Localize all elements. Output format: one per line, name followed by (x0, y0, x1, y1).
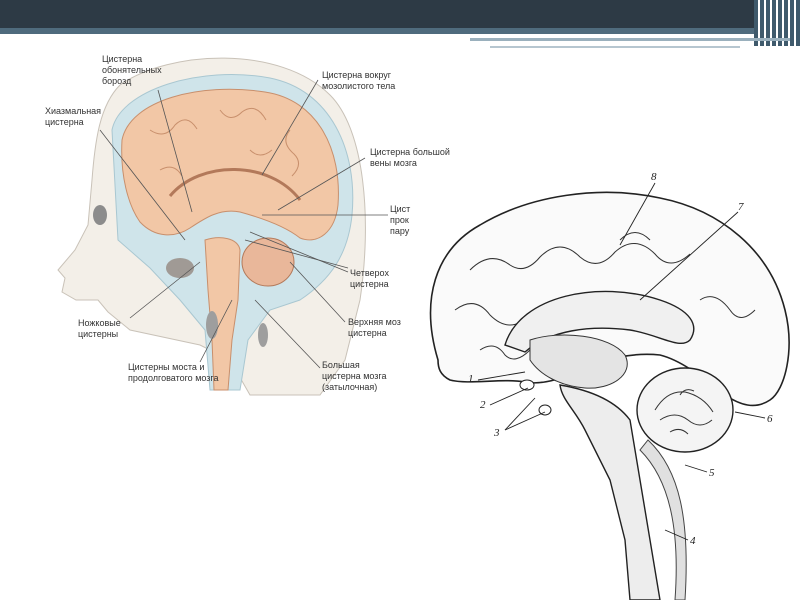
leader-lines-right (477, 182, 766, 541)
title-bar (0, 0, 800, 28)
cerebrum (121, 88, 339, 241)
corpus-callosum (168, 168, 302, 201)
cerebellum (241, 237, 295, 287)
arbor-vitae (654, 389, 714, 435)
accent-line-2 (490, 46, 740, 48)
left-brain-figure (57, 57, 388, 396)
cord-csf (639, 439, 687, 600)
dark-spot (166, 258, 194, 278)
dark-spot (258, 323, 268, 347)
label-partial-cistern: Цист прок пару (390, 204, 413, 236)
label-olfactory-cistern: Цистерна обонятельных борозд (102, 54, 164, 86)
gyri-lines (149, 107, 299, 177)
leader-lines (99, 79, 388, 369)
label-quadrigeminal-cistern: Четвероx цистерна (350, 268, 392, 289)
label-cisterna-magna: Большая цистерна мозга (затылочная) (322, 360, 389, 392)
number-label: 7 (738, 201, 744, 213)
accent-line-1 (470, 38, 790, 41)
label-chiasmatic-cistern: Хиазмальная цистерна (45, 106, 104, 127)
label-great-vein-cistern: Цистерна большой вены мозга (370, 147, 452, 168)
number-label: 5 (709, 467, 715, 479)
brainstem-spinal-cord (559, 384, 661, 600)
number-label: 6 (767, 413, 773, 425)
foramen-2 (538, 404, 552, 416)
brainstem (204, 237, 241, 391)
number-label: 8 (651, 171, 657, 183)
number-label: 1 (468, 373, 474, 385)
foramen-1 (519, 379, 535, 391)
label-superior-cistern: Верхняя моз цистерна (348, 317, 403, 338)
cerebellum-right (636, 367, 734, 453)
label-callosal-cistern: Цистерна вокруг мозолистого тела (322, 70, 395, 91)
number-label: 3 (493, 427, 500, 439)
label-pontine-cisterns: Цистерны моста и продолговатого мозга (128, 362, 219, 383)
number-label: 2 (480, 399, 486, 411)
title-underline (0, 28, 800, 34)
right-brain-figure (429, 182, 790, 600)
label-interpeduncular-cisterns: Ножковые цистерны (78, 318, 123, 339)
gyri-lines-right (454, 232, 756, 360)
number-label: 4 (690, 535, 696, 547)
thalamus (529, 334, 628, 389)
dark-spot (93, 205, 107, 225)
corpus-callosum-right (504, 290, 695, 353)
dark-spot (206, 311, 218, 339)
